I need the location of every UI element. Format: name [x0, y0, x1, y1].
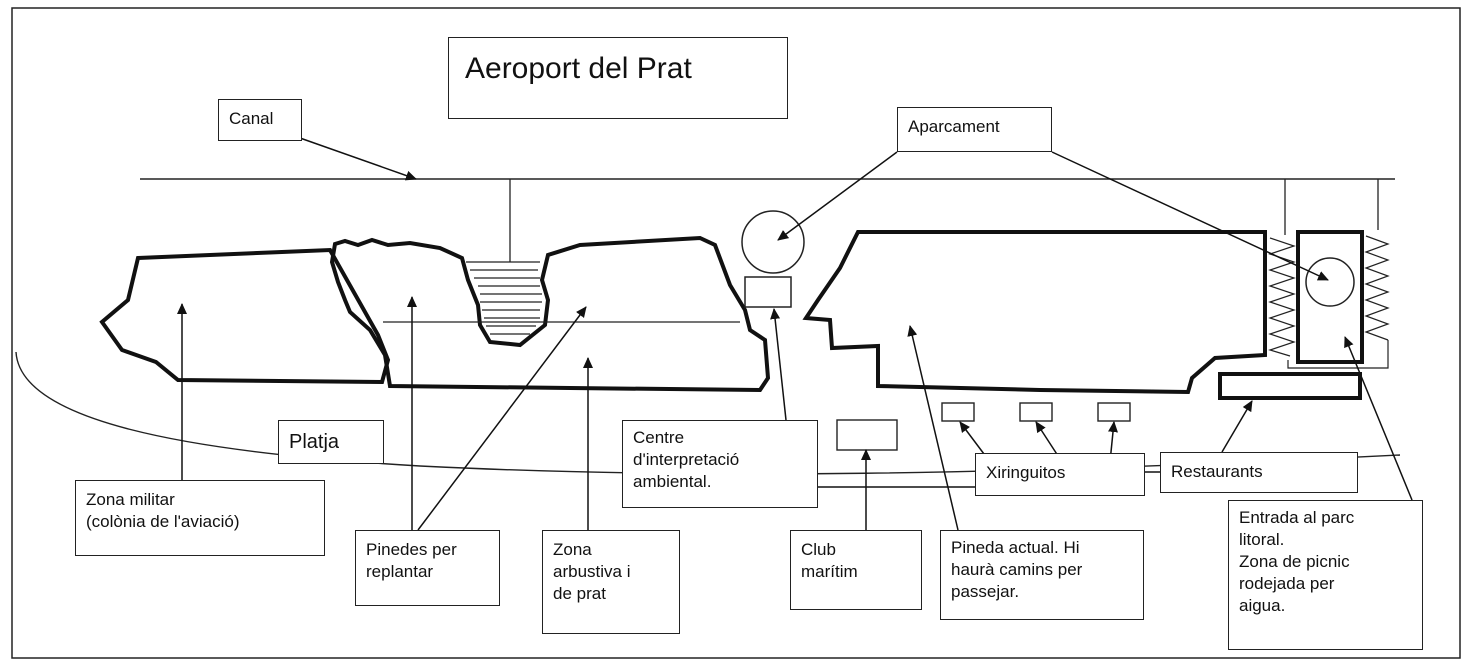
parcel-zona-militar: [99, 247, 391, 385]
picnic-right-bracket: [1287, 340, 1389, 369]
xiringuito-box-3: [1097, 402, 1131, 422]
zigzag-water-right: [1364, 235, 1390, 341]
arrow-centre: [770, 308, 787, 421]
arrow-aparcament-right: [1051, 151, 1329, 281]
label-zona-militar: Zona militar (colònia de l'aviació): [75, 480, 325, 556]
label-entrada-parc: Entrada al parc litoral. Zona de picnic …: [1228, 500, 1423, 650]
restaurants-block: [1218, 372, 1362, 400]
hatch-wetland: [466, 261, 542, 335]
centre-building: [744, 276, 792, 308]
label-aparcament: Aparcament: [897, 107, 1052, 152]
picnic-area: [1296, 230, 1364, 364]
xiringuito-box-2: [1019, 402, 1053, 422]
arrow-restaurants: [1221, 400, 1253, 453]
arrow-entrada: [1344, 336, 1413, 501]
label-club-maritim: Club marítim: [790, 530, 922, 610]
arrow-aparcament-left: [777, 151, 898, 241]
label-centre-interpretacio: Centre d'interpretació ambiental.: [622, 420, 818, 508]
parcel-pineda-actual: [802, 230, 1267, 395]
outer-frame: [11, 7, 1461, 659]
label-pineda-actual: Pineda actual. Hi haurà camins per passe…: [940, 530, 1144, 620]
arrows: [177, 137, 1413, 531]
label-restaurants: Restaurants: [1160, 452, 1358, 493]
label-platja: Platja: [278, 420, 384, 464]
label-zona-arbustiva: Zona arbustiva i de prat: [542, 530, 680, 634]
arrow-pineda-actual: [907, 325, 959, 531]
label-xiringuitos: Xiringuitos: [975, 453, 1145, 496]
club-building: [836, 419, 898, 451]
zigzag-water-left: [1268, 237, 1296, 357]
arrow-pinedes-2: [417, 306, 587, 531]
arrow-canal: [299, 137, 417, 181]
xiringuito-box-1: [941, 402, 975, 422]
label-canal: Canal: [218, 99, 302, 141]
parcel-pinedes: [329, 235, 771, 393]
label-pinedes: Pinedes per replantar: [355, 530, 500, 606]
picnic-parking-circle: [1305, 257, 1355, 307]
diagram-title: Aeroport del Prat: [448, 37, 788, 119]
parking-circle: [741, 210, 805, 274]
